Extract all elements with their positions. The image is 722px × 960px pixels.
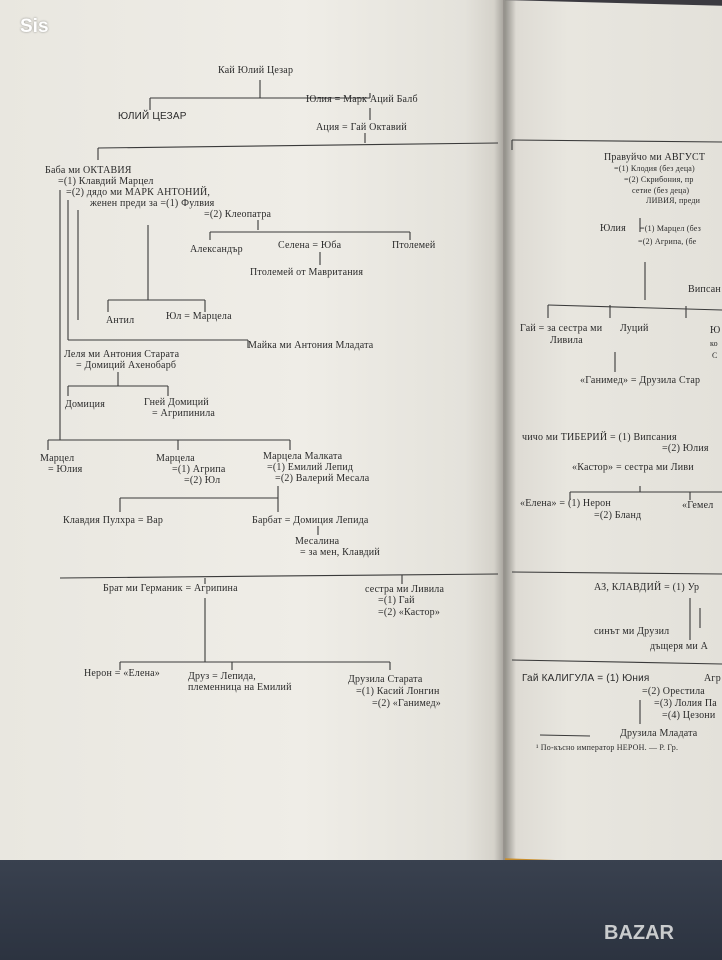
label-r-yuliya: Юлия — [600, 223, 626, 234]
label-barbat: Барбат = Домиция Лепида — [252, 515, 369, 526]
label-kasii-longin: =(1) Касий Лонгин — [356, 686, 440, 697]
label-selena-yuba: Селена = Юба — [278, 240, 342, 251]
label-kleopatra: =(2) Клеопатра — [204, 209, 272, 220]
label-neron-elena: Нерон = «Елена» — [84, 668, 160, 679]
label-mesalina: Месалина — [295, 536, 340, 547]
label-plemennitsa-emilii: племенница на Емилий — [188, 682, 292, 693]
label-r-livila: Ливила — [550, 335, 583, 346]
label-bland: =(2) Бланд — [594, 510, 642, 521]
label-ptolemei-mavritaniya: Птолемей от Мавритания — [250, 267, 364, 278]
label-r-martsel: =(1) Марцел (без — [640, 224, 701, 233]
label-antoniya-mladata: Майка ми Антония Младата — [248, 340, 374, 351]
tablecloth — [0, 860, 722, 960]
label-elena-neron: «Елена» = (1) Нерон — [520, 498, 611, 509]
label-domitsii-ahenobarb: = Домиций Ахенобарб — [76, 360, 177, 371]
label-klavdii-martsel: =(1) Клавдий Марцел — [58, 176, 154, 187]
label-martsel-yuliya: = Юлия — [48, 464, 83, 475]
label-yul-martsela: Юл = Марцела — [166, 311, 232, 322]
book-gutter — [494, 0, 516, 880]
left-book-page — [0, 0, 505, 870]
label-yulii-tsezar: ЮЛИЙ ЦЕЗАР — [118, 111, 187, 122]
label-germanik-agripina: Брат ми Германик = Агрипина — [103, 583, 238, 594]
label-martsel: Марцел — [40, 453, 75, 464]
label-martsela: Марцела — [156, 453, 195, 464]
label-druzila-starata: Друзила Старата — [348, 674, 423, 685]
label-yul: =(2) Юл — [184, 475, 221, 486]
label-agr-fragment: Агр — [704, 673, 721, 684]
label-gai-sestra: Гай = за сестра ми — [520, 323, 603, 334]
label-ko-fragment: ко — [710, 339, 718, 348]
label-kastor-livila: «Кастор» = сестра ми Ливи — [572, 462, 694, 473]
label-baba-oktaviya: Баба ми ОКТАВИЯ — [45, 165, 132, 176]
label-orestila: =(2) Орестила — [642, 686, 705, 697]
label-valerii-mesala: =(2) Валерий Месала — [275, 473, 370, 484]
label-r-agripa: =(2) Агрипа, (бе — [638, 237, 697, 246]
label-kai-yulii-tsezar: Кай Юлий Цезар — [218, 65, 294, 76]
seller-watermark: Sis — [20, 16, 49, 37]
label-setie: сетие (без деца) — [632, 186, 690, 195]
label-avgust: Правуйчо ми АВГУСТ — [604, 152, 706, 163]
label-livila-gai: =(1) Гай — [378, 595, 415, 606]
label-yuliya-mark-atsii: Юлия = Марк Аций Балб — [306, 94, 418, 105]
label-tiberii: чичо ми ТИБЕРИЙ = (1) Випсания — [522, 432, 677, 443]
label-ptolemei: Птолемей — [392, 240, 436, 251]
footnote: ¹ По-късно император НЕРОН. — Р. Гр. — [536, 743, 679, 752]
label-vipsan: Випсан — [688, 284, 721, 295]
label-liviya: ЛИВИЯ, преди — [646, 196, 701, 205]
label-klavdiya-pulhra: Клавдия Пулхра = Вар — [63, 515, 164, 526]
label-antoniya-starata: Леля ми Антония Старата — [64, 349, 180, 360]
label-mark-antonii: =(2) дядо ми МАРК АНТОНИЙ, — [66, 187, 211, 198]
label-gemel: «Гемел — [682, 500, 714, 511]
label-tsezoni: =(4) Цезони — [662, 710, 716, 721]
label-agripa: =(1) Агрипа — [172, 464, 226, 475]
label-dashterya: дъщеря ми А — [650, 641, 709, 652]
label-loliya: =(3) Лолия Па — [654, 698, 717, 709]
label-druzila-mladata: Друзила Младата — [620, 728, 698, 739]
label-livila-kastor: =(2) «Кастор» — [378, 607, 441, 618]
label-gnei-domitsii: Гней Домиций — [144, 397, 209, 408]
label-ganimed-druzila: «Ганимед» = Друзила Стар — [580, 375, 701, 386]
label-aleksandar: Александър — [190, 244, 243, 255]
label-klodiya: =(1) Клодия (без деца) — [614, 164, 695, 173]
label-antil: Антил — [106, 315, 135, 326]
label-atsiya-gai-oktavii: Ация = Гай Октавий — [316, 122, 407, 133]
label-lutsii: Луций — [620, 323, 649, 334]
label-sinat-druzil: синът ми Друзил — [594, 626, 670, 637]
label-martsela-malkata: Марцела Малката — [263, 451, 343, 462]
label-druz-lepida: Друз = Лепида, — [188, 671, 256, 682]
label-agripinila: = Агрипинила — [152, 408, 216, 419]
label-s-fragment: С — [712, 351, 718, 360]
label-za-men-klavdii: = за мен, Клавдий — [300, 547, 380, 558]
label-yu-fragment: Ю — [710, 325, 721, 336]
site-watermark: BAZAR — [604, 922, 674, 944]
label-emilii-lepid: =(1) Емилий Лепид — [267, 462, 354, 473]
label-domitsiya: Домиция — [65, 399, 106, 410]
label-tiberii-yuliya: =(2) Юлия — [662, 443, 709, 454]
label-kaligula: Гай КАЛИГУЛА = (1) Юния — [522, 673, 650, 684]
label-ganimed: =(2) «Ганимед» — [372, 698, 441, 709]
label-skriboniya: =(2) Скрибония, пр — [624, 175, 694, 184]
label-fulviya: женен преди за =(1) Фулвия — [90, 198, 215, 209]
label-az-klavdii: АЗ, КЛАВДИЙ = (1) Ур — [594, 582, 700, 593]
label-sestra-livila: сестра ми Ливила — [365, 584, 445, 595]
